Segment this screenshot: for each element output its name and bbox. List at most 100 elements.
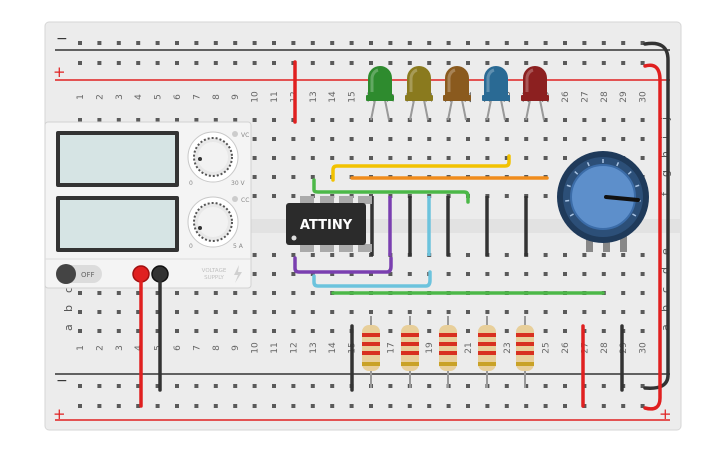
led-blue[interactable]	[482, 66, 510, 121]
terminal-hole[interactable]	[233, 118, 238, 122]
rail-hole[interactable]	[388, 61, 393, 65]
terminal-hole[interactable]	[621, 253, 626, 257]
terminal-hole[interactable]	[116, 291, 121, 295]
terminal-hole[interactable]	[272, 194, 276, 198]
terminal-hole[interactable]	[194, 329, 199, 333]
terminal-hole[interactable]	[233, 329, 238, 333]
rail-hole[interactable]	[116, 384, 121, 388]
terminal-hole[interactable]	[582, 137, 587, 141]
terminal-hole[interactable]	[155, 310, 160, 314]
terminal-hole[interactable]	[504, 194, 509, 198]
rail-hole[interactable]	[233, 61, 238, 65]
terminal-hole[interactable]	[563, 329, 567, 333]
rail-hole[interactable]	[233, 404, 238, 408]
terminal-hole[interactable]	[213, 310, 218, 314]
rail-hole[interactable]	[136, 41, 141, 45]
terminal-hole[interactable]	[330, 118, 335, 122]
rail-hole[interactable]	[427, 404, 432, 408]
terminal-hole[interactable]	[194, 310, 199, 314]
terminal-hole[interactable]	[640, 156, 645, 160]
terminal-hole[interactable]	[78, 329, 82, 333]
terminal-hole[interactable]	[252, 310, 257, 314]
terminal-hole[interactable]	[543, 310, 548, 314]
terminal-hole[interactable]	[466, 310, 470, 314]
terminal-hole[interactable]	[446, 310, 451, 314]
terminal-hole[interactable]	[310, 175, 315, 179]
terminal-hole[interactable]	[213, 291, 218, 295]
terminal-hole[interactable]	[543, 194, 548, 198]
rail-hole[interactable]	[369, 41, 373, 45]
rail-hole[interactable]	[252, 41, 257, 45]
terminal-hole[interactable]	[388, 118, 393, 122]
rail-hole[interactable]	[194, 41, 199, 45]
terminal-hole[interactable]	[78, 310, 82, 314]
rail-hole[interactable]	[504, 41, 509, 45]
terminal-hole[interactable]	[291, 156, 296, 160]
rail-hole[interactable]	[175, 384, 179, 388]
terminal-hole[interactable]	[446, 272, 451, 276]
terminal-hole[interactable]	[601, 137, 606, 141]
rail-hole[interactable]	[640, 41, 645, 45]
terminal-hole[interactable]	[524, 272, 529, 276]
rail-hole[interactable]	[78, 384, 82, 388]
terminal-hole[interactable]	[349, 272, 354, 276]
terminal-hole[interactable]	[640, 118, 645, 122]
terminal-hole[interactable]	[466, 156, 470, 160]
terminal-hole[interactable]	[427, 156, 432, 160]
terminal-hole[interactable]	[194, 291, 199, 295]
rail-hole[interactable]	[621, 404, 626, 408]
rail-hole[interactable]	[136, 384, 141, 388]
rail-hole[interactable]	[349, 61, 354, 65]
terminal-hole[interactable]	[272, 156, 276, 160]
rail-hole[interactable]	[524, 61, 529, 65]
rail-hole[interactable]	[116, 61, 121, 65]
rail-hole[interactable]	[601, 41, 606, 45]
terminal-hole[interactable]	[640, 253, 645, 257]
terminal-hole[interactable]	[213, 118, 218, 122]
terminal-hole[interactable]	[543, 137, 548, 141]
rail-hole[interactable]	[543, 384, 548, 388]
terminal-hole[interactable]	[504, 272, 509, 276]
terminal-hole[interactable]	[330, 253, 335, 257]
wire-yellow[interactable]	[331, 154, 511, 182]
rail-hole[interactable]	[407, 41, 412, 45]
rail-hole[interactable]	[291, 384, 296, 388]
terminal-hole[interactable]	[621, 291, 626, 295]
terminal-hole[interactable]	[136, 310, 141, 314]
terminal-hole[interactable]	[427, 137, 432, 141]
rail-hole[interactable]	[330, 404, 335, 408]
terminal-hole[interactable]	[252, 194, 257, 198]
terminal-hole[interactable]	[543, 329, 548, 333]
terminal-hole[interactable]	[291, 329, 296, 333]
terminal-hole[interactable]	[446, 156, 451, 160]
terminal-hole[interactable]	[621, 310, 626, 314]
terminal-hole[interactable]	[252, 329, 257, 333]
terminal-hole[interactable]	[388, 310, 393, 314]
terminal-hole[interactable]	[466, 253, 470, 257]
rail-hole[interactable]	[97, 41, 102, 45]
wire-cyan[interactable]	[312, 270, 432, 288]
terminal-hole[interactable]	[310, 156, 315, 160]
wire-purple[interactable]	[293, 256, 393, 274]
terminal-hole[interactable]	[466, 272, 470, 276]
resistor[interactable]	[401, 316, 419, 388]
led-green[interactable]	[366, 66, 394, 121]
terminal-hole[interactable]	[97, 310, 102, 314]
terminal-hole[interactable]	[601, 272, 606, 276]
rail-hole[interactable]	[563, 384, 567, 388]
terminal-hole[interactable]	[349, 253, 354, 257]
terminal-hole[interactable]	[252, 272, 257, 276]
rail-hole[interactable]	[97, 384, 102, 388]
terminal-hole[interactable]	[155, 118, 160, 122]
rail-hole[interactable]	[349, 404, 354, 408]
led-brown[interactable]	[443, 66, 471, 121]
terminal-hole[interactable]	[116, 118, 121, 122]
terminal-hole[interactable]	[369, 272, 373, 276]
rail-hole[interactable]	[291, 404, 296, 408]
terminal-hole[interactable]	[175, 310, 179, 314]
terminal-hole[interactable]	[272, 118, 276, 122]
rail-hole[interactable]	[446, 41, 451, 45]
rail-hole[interactable]	[310, 404, 315, 408]
rail-hole[interactable]	[621, 61, 626, 65]
rail-hole[interactable]	[427, 61, 432, 65]
